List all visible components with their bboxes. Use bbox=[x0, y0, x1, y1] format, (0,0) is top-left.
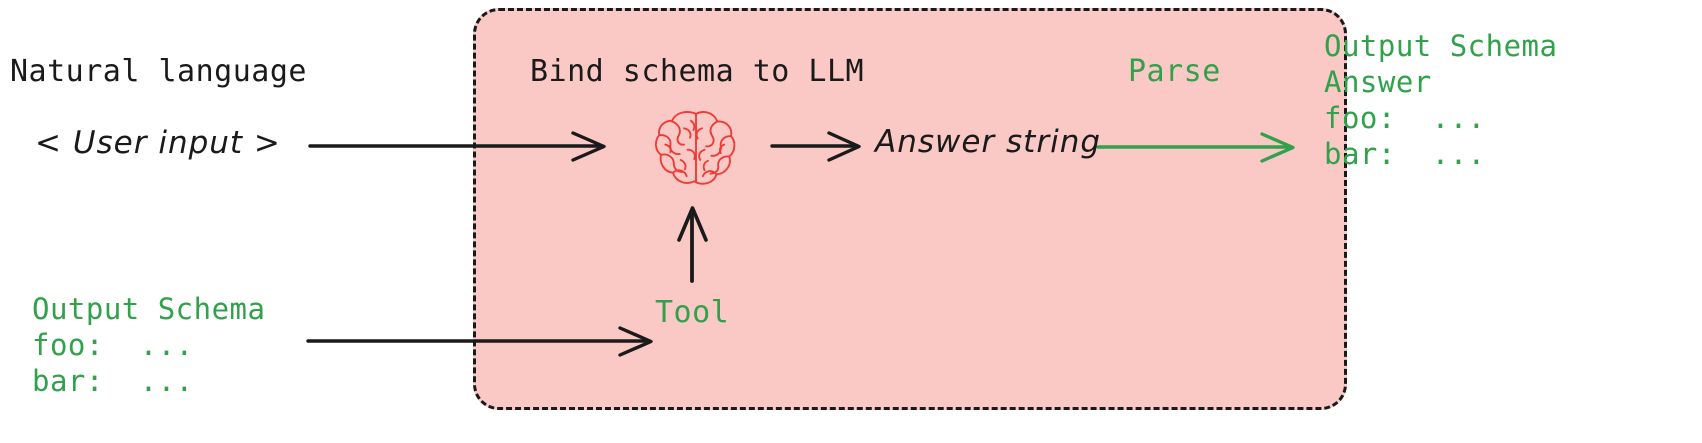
brain-icon bbox=[655, 111, 736, 185]
parse-label: Parse bbox=[1128, 54, 1221, 89]
right-output-schema-block: Output Schema Answer foo: ... bar: ... bbox=[1324, 29, 1558, 171]
bind-schema-label: Bind schema to LLM bbox=[530, 54, 865, 89]
user-input-text: < User input > bbox=[35, 125, 281, 161]
left-output-schema-block: Output Schema foo: ... bar: ... bbox=[32, 292, 266, 398]
answer-string-text: Answer string bbox=[875, 124, 1102, 160]
tool-label: Tool bbox=[655, 295, 730, 330]
natural-language-label: Natural language bbox=[10, 54, 307, 89]
